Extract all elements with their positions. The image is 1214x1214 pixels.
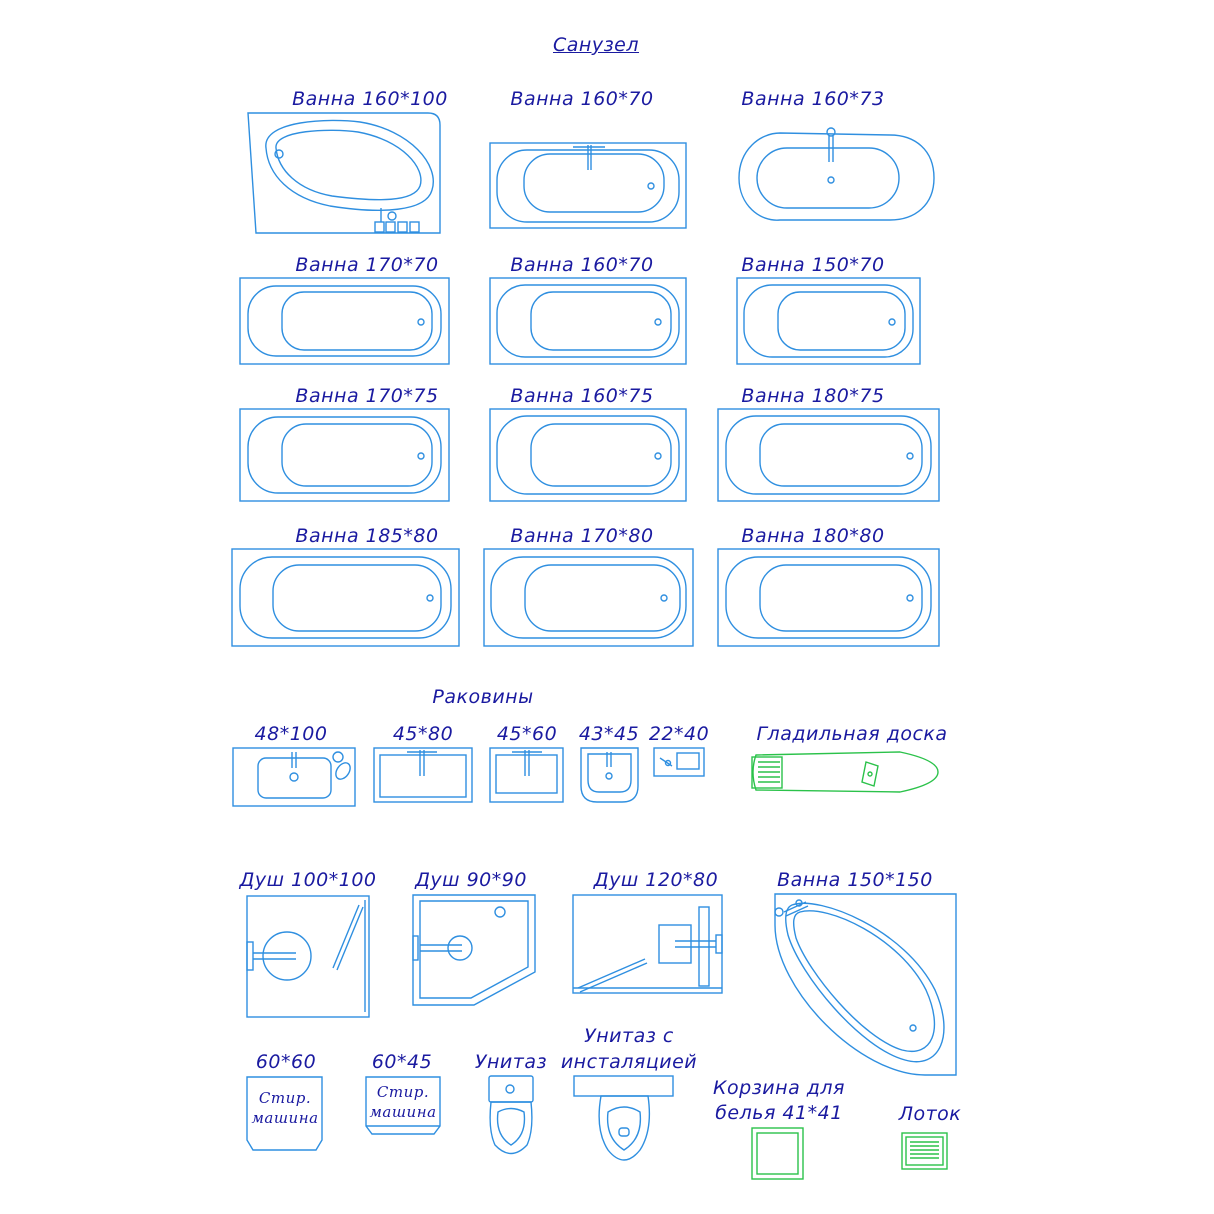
toilet-drawing [488,1075,534,1155]
bath-label: Ванна 170*70 [295,254,439,276]
bath-asymmetric-drawing [247,112,441,234]
ironing-board-drawing [751,751,939,793]
sink-label: 48*100 [254,723,328,745]
shower-drawing [412,894,536,1006]
sink-drawing [373,747,473,803]
bath-drawing [489,277,687,365]
toilet-install-label-2: инсталяцией [560,1051,698,1073]
sink-drawing [232,747,356,807]
bath-label: Ванна 160*75 [510,385,654,407]
washer-text-2: машина [369,1103,437,1121]
bath-drawing [239,277,450,365]
sinks-title: Раковины [432,686,534,708]
bath-drawing [239,408,450,502]
sink-label: 43*45 [578,723,640,745]
sink-drawing [489,747,564,803]
shower-label: Душ 90*90 [415,869,527,891]
bath-drawing [489,142,687,229]
bath-label: Ванна 170*75 [295,385,439,407]
shower-drawing [246,895,370,1018]
bath-drawing [483,548,694,647]
shower-label: Душ 100*100 [239,869,377,891]
toilet-label: Унитаз [474,1051,548,1073]
toilet-install-label-1: Унитаз с [584,1025,674,1047]
sink-label: 22*40 [648,723,710,745]
bath-label: Ванна 185*80 [295,525,439,547]
bath-label: Ванна 160*100 [292,88,448,110]
washer-drawing [365,1076,441,1135]
laundry-basket-drawing [751,1127,804,1180]
washer-drawing [246,1076,323,1151]
washer-text-1: Стир. [376,1083,430,1101]
corner-bath-label: Ванна 150*150 [777,869,933,891]
bath-label: Ванна 170*80 [510,525,654,547]
basket-label-2: белья 41*41 [715,1102,843,1124]
shower-drawing [572,894,723,994]
washer-text-1: Стир. [258,1089,312,1107]
bath-drawing [717,548,940,647]
bath-label: Ванна 160*73 [741,88,885,110]
sink-label: 45*60 [496,723,558,745]
ironing-board-label: Гладильная доска [756,723,948,745]
bath-drawing [717,408,940,502]
bath-drawing [231,548,460,647]
basket-label-1: Корзина для [713,1077,845,1099]
toilet-installation-drawing [573,1075,674,1161]
washer-size-label: 60*45 [371,1051,433,1073]
bath-drawing [736,277,921,365]
bath-label: Ванна 160*70 [510,88,654,110]
washer-text-2: машина [251,1109,319,1127]
bath-drawing [489,408,687,502]
sink-drawing [580,747,639,803]
page-title: Санузел [552,34,640,56]
tray-drawing [901,1132,948,1170]
bath-label: Ванна 150*70 [741,254,885,276]
sink-drawing [653,747,705,777]
bath-label: Ванна 160*70 [510,254,654,276]
bath-label: Ванна 180*75 [741,385,885,407]
bath-oval-drawing [738,127,935,221]
shower-label: Душ 120*80 [593,869,719,891]
corner-bath-drawing [774,893,957,1076]
sink-label: 45*80 [392,723,454,745]
washer-size-label: 60*60 [255,1051,317,1073]
bath-label: Ванна 180*80 [741,525,885,547]
tray-label: Лоток [898,1103,962,1125]
